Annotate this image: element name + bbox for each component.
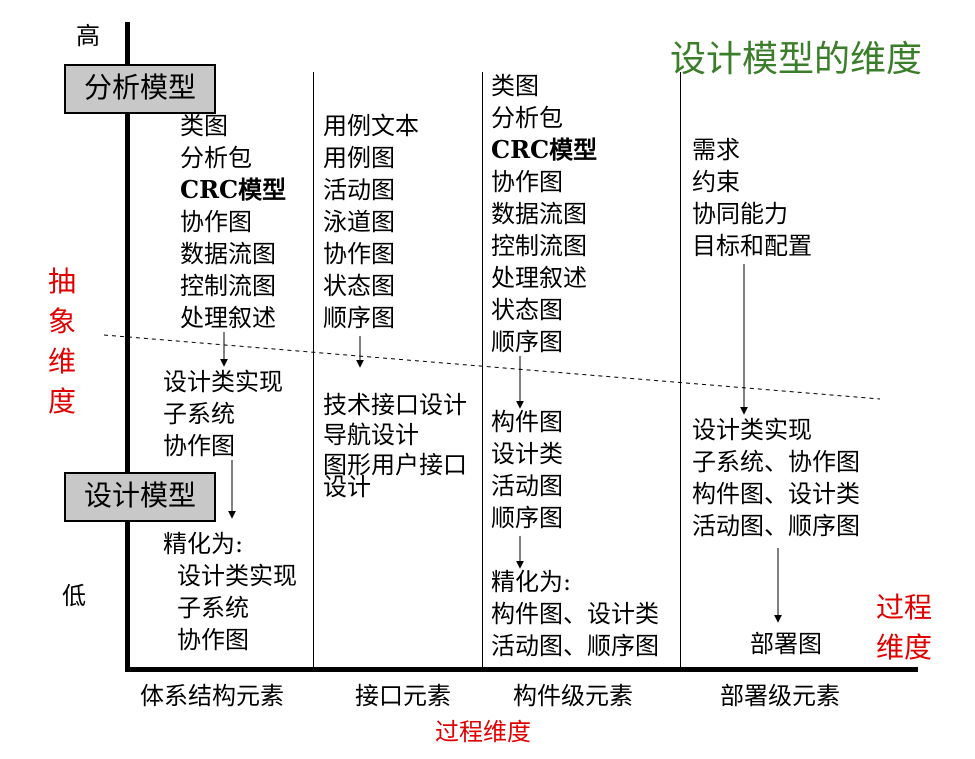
list-item: 子系统 xyxy=(163,400,235,428)
list-item: 协作图 xyxy=(163,432,235,460)
column-separator-2 xyxy=(482,72,483,668)
list-item: 顺序图 xyxy=(323,304,395,332)
list-item: CRC模型 xyxy=(180,175,287,204)
list-item: 协同能力 xyxy=(692,200,788,228)
column-label-deployment: 部署级元素 xyxy=(720,682,840,710)
abstraction-dashed-line xyxy=(103,334,881,400)
list-item: 子系统、协作图 xyxy=(692,448,860,476)
list-item: 设计类 xyxy=(491,440,563,468)
list-item: 设计类实现 xyxy=(163,368,283,396)
component-design-list: 构件图 设计类 活动图 顺序图 xyxy=(491,406,563,534)
list-item: 协作图 xyxy=(323,240,395,268)
low-label: 低 xyxy=(62,582,86,610)
list-item: 状态图 xyxy=(323,272,395,300)
interface-analysis-list: 用例文本 用例图 活动图 泳道图 协作图 状态图 顺序图 xyxy=(323,110,419,334)
architecture-refine-list: 精化为: 设计类实现 子系统 协作图 xyxy=(163,528,297,656)
list-item: 控制流图 xyxy=(180,272,276,300)
horizontal-axis xyxy=(125,667,918,672)
list-item: 用例图 xyxy=(323,144,395,172)
list-item: 分析包 xyxy=(180,144,252,172)
list-item: 设计类实现 xyxy=(692,416,812,444)
vertical-axis xyxy=(125,22,130,670)
list-item: 处理叙述 xyxy=(180,304,276,332)
component-refine-list: 精化为: 构件图、设计类 活动图、顺序图 xyxy=(491,566,659,662)
list-item: 构件图、设计类 xyxy=(692,480,860,508)
list-item: 数据流图 xyxy=(180,240,276,268)
list-item: 需求 xyxy=(692,136,740,164)
list-item: 处理叙述 xyxy=(491,264,587,292)
list-item: 技术接口设计 xyxy=(323,391,467,419)
refine-title: 精化为: xyxy=(491,568,572,596)
list-item: 用例文本 xyxy=(323,112,419,140)
design-model-box: 设计模型 xyxy=(64,472,216,522)
list-item: 构件图、设计类 xyxy=(491,600,659,628)
column-label-architecture: 体系结构元素 xyxy=(140,682,284,710)
column-separator-1 xyxy=(313,72,314,668)
list-item: 数据流图 xyxy=(491,200,587,228)
list-item: 类图 xyxy=(491,72,539,100)
architecture-design-list: 设计类实现 子系统 协作图 xyxy=(163,366,283,462)
column-label-interface: 接口元素 xyxy=(355,682,451,710)
column-label-component: 构件级元素 xyxy=(513,682,633,710)
list-item: 控制流图 xyxy=(491,232,587,260)
list-item: 活动图 xyxy=(323,176,395,204)
list-item: 子系统 xyxy=(177,594,249,622)
list-item: 状态图 xyxy=(491,296,563,324)
list-item: 目标和配置 xyxy=(692,232,812,260)
list-item: 类图 xyxy=(180,112,228,140)
list-item: 设计类实现 xyxy=(177,562,297,590)
diagram-title: 设计模型的维度 xyxy=(670,39,923,80)
list-item: 活动图 xyxy=(491,472,563,500)
list-item: 协作图 xyxy=(177,626,249,654)
list-item: 约束 xyxy=(692,168,740,196)
list-item: 构件图 xyxy=(491,408,563,436)
list-item: 顺序图 xyxy=(491,328,563,356)
process-dimension-label-right: 过程 维度 xyxy=(876,591,933,664)
list-item: 顺序图 xyxy=(491,504,563,532)
deployment-final-item: 部署图 xyxy=(750,630,822,658)
deployment-design-list: 设计类实现 子系统、协作图 构件图、设计类 活动图、顺序图 xyxy=(692,414,860,542)
analysis-model-box: 分析模型 xyxy=(64,64,216,114)
list-item: 泳道图 xyxy=(323,208,395,236)
list-item: 图形用户接口 xyxy=(323,451,467,479)
component-analysis-list: 类图 分析包 CRC模型 协作图 数据流图 控制流图 处理叙述 状态图 顺序图 xyxy=(491,70,597,358)
process-dimension-label-bottom: 过程维度 xyxy=(435,718,531,746)
abstraction-dimension-label: 抽 象 维 度 xyxy=(48,265,77,418)
list-item: 活动图、顺序图 xyxy=(692,512,860,540)
interface-design-list: 技术接口设计 导航设计 图形用户接口 设计 xyxy=(323,390,467,502)
list-item: CRC模型 xyxy=(491,135,598,164)
list-item: 设计 xyxy=(323,473,371,501)
architecture-analysis-list: 类图 分析包 CRC模型 协作图 数据流图 控制流图 处理叙述 xyxy=(180,110,286,334)
column-separator-3 xyxy=(680,72,681,668)
list-item: 分析包 xyxy=(491,104,563,132)
list-item: 协作图 xyxy=(491,168,563,196)
high-label: 高 xyxy=(76,22,100,50)
list-item: 协作图 xyxy=(180,208,252,236)
list-item: 活动图、顺序图 xyxy=(491,632,659,660)
refine-title: 精化为: xyxy=(163,530,244,558)
list-item: 导航设计 xyxy=(323,421,419,449)
deployment-analysis-list: 需求 约束 协同能力 目标和配置 xyxy=(692,134,812,262)
